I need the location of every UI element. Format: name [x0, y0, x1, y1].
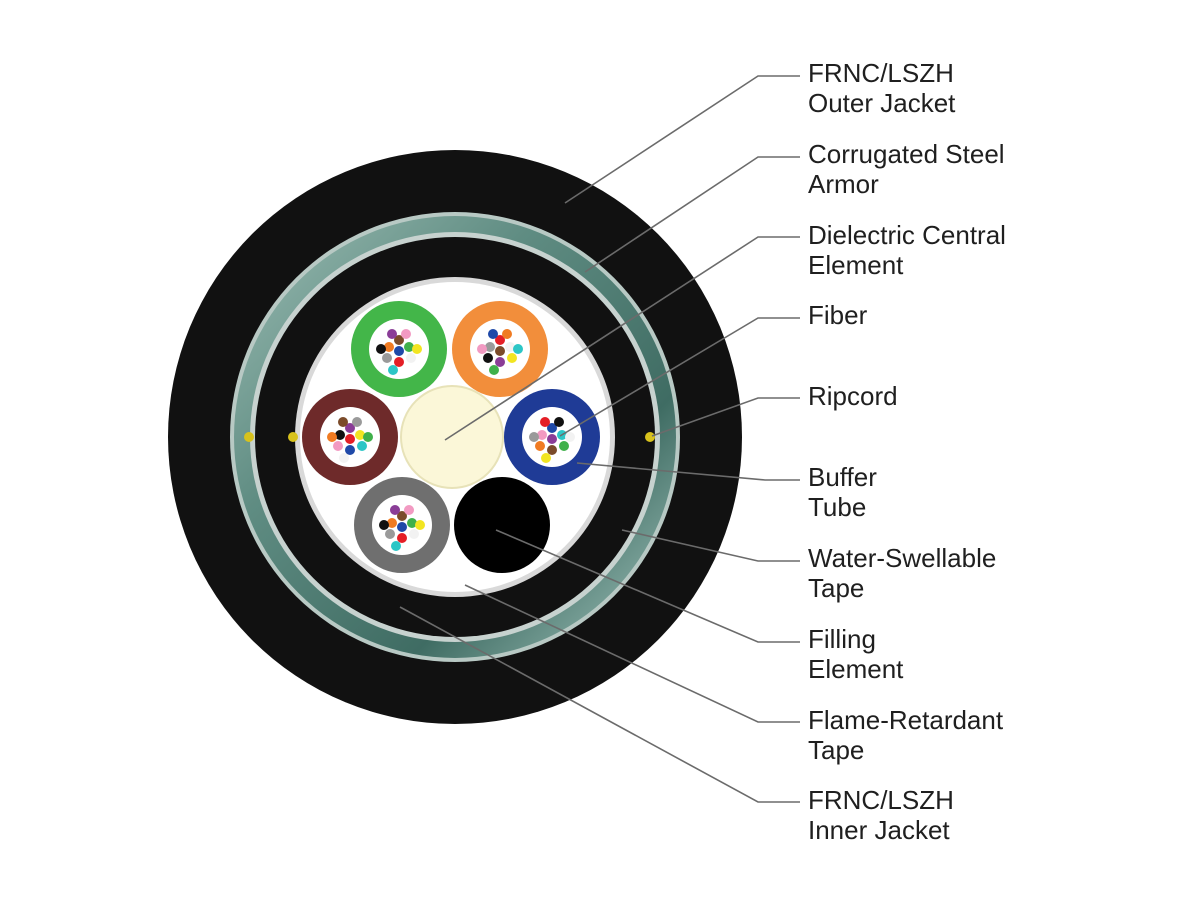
leader-lines	[399, 75, 800, 803]
fiber	[547, 423, 557, 433]
fiber	[505, 342, 515, 352]
fiber	[338, 417, 348, 427]
fiber	[547, 434, 557, 444]
fiber	[489, 365, 499, 375]
fiber	[529, 432, 539, 442]
fiber	[345, 423, 355, 433]
label-ripcord: Ripcord	[808, 381, 898, 411]
label-outer-jacket: FRNC/LSZH Outer Jacket	[808, 58, 956, 118]
fiber	[477, 344, 487, 354]
fiber	[554, 417, 564, 427]
fiber	[401, 329, 411, 339]
fiber	[488, 329, 498, 339]
leader-flame-retardant-tape	[464, 584, 800, 723]
fiber-bundle	[379, 505, 425, 551]
fiber	[376, 344, 386, 354]
fiber	[394, 335, 404, 345]
label-flame-retardant-tape: Flame-Retardant Tape	[808, 705, 1004, 765]
fiber-bundle	[477, 329, 523, 375]
label-inner-jacket: FRNC/LSZH Inner Jacket	[808, 785, 954, 845]
buffer-tube-orange	[452, 301, 548, 397]
fiber	[513, 344, 523, 354]
fiber	[397, 522, 407, 532]
fiber	[537, 430, 547, 440]
label-fiber: Fiber	[808, 300, 868, 330]
fiber	[379, 520, 389, 530]
leader-ripcord	[651, 397, 800, 437]
fiber	[412, 344, 422, 354]
fiber	[415, 520, 425, 530]
ripcord-left-inner	[288, 432, 298, 442]
fiber	[404, 342, 414, 352]
leader-inner-jacket	[399, 606, 800, 803]
fiber	[502, 329, 512, 339]
leader-steel-armor	[584, 156, 800, 273]
fiber	[540, 417, 550, 427]
fiber	[394, 346, 404, 356]
fiber	[397, 511, 407, 521]
label-steel-armor: Corrugated Steel Armor	[808, 139, 1005, 199]
fiber	[345, 434, 355, 444]
fiber	[357, 441, 367, 451]
fiber	[406, 353, 416, 363]
fiber	[404, 505, 414, 515]
fiber	[390, 505, 400, 515]
fiber	[339, 453, 349, 463]
fiber	[559, 441, 569, 451]
filling-element	[454, 477, 550, 573]
fiber	[541, 453, 551, 463]
fiber	[507, 353, 517, 363]
fiber	[495, 335, 505, 345]
fiber	[352, 417, 362, 427]
fiber-bundle	[327, 417, 373, 463]
fiber	[391, 541, 401, 551]
fiber-bundle	[529, 417, 575, 463]
fiber	[363, 432, 373, 442]
fiber	[345, 445, 355, 455]
leader-outer-jacket	[564, 75, 800, 204]
dielectric-central-element	[400, 385, 504, 489]
leader-filling-element	[495, 529, 800, 643]
fiber	[565, 432, 575, 442]
fiber	[483, 353, 493, 363]
leader-buffer-tube	[576, 462, 800, 481]
label-buffer-tube: Buffer Tube	[808, 462, 877, 522]
fiber	[547, 445, 557, 455]
fiber	[394, 357, 404, 367]
fiber	[407, 518, 417, 528]
fiber	[384, 342, 394, 352]
fiber	[333, 441, 343, 451]
fiber-bundle	[376, 329, 422, 375]
leader-fiber	[559, 317, 800, 437]
label-water-swellable-tape: Water-Swellable Tape	[808, 543, 997, 603]
fiber	[495, 357, 505, 367]
leader-water-swellable-tape	[621, 529, 800, 562]
fiber	[327, 432, 337, 442]
fiber	[387, 518, 397, 528]
label-central-element: Dielectric Central Element	[808, 220, 1006, 280]
fiber	[335, 430, 345, 440]
buffer-tube-brown	[302, 389, 398, 485]
fiber	[382, 353, 392, 363]
fiber	[388, 365, 398, 375]
label-filling-element: Filling Element	[808, 624, 904, 684]
fiber	[535, 441, 545, 451]
fiber	[485, 342, 495, 352]
buffer-tube-gray	[354, 477, 450, 573]
ripcord-left-outer	[244, 432, 254, 442]
ripcord-right	[645, 432, 655, 442]
fiber	[355, 430, 365, 440]
fiber	[387, 329, 397, 339]
fiber	[409, 529, 419, 539]
buffer-tube-blue	[504, 389, 600, 485]
fiber	[495, 346, 505, 356]
buffer-tube-green	[351, 301, 447, 397]
fiber	[397, 533, 407, 543]
leader-central-element	[444, 236, 800, 441]
fiber	[385, 529, 395, 539]
